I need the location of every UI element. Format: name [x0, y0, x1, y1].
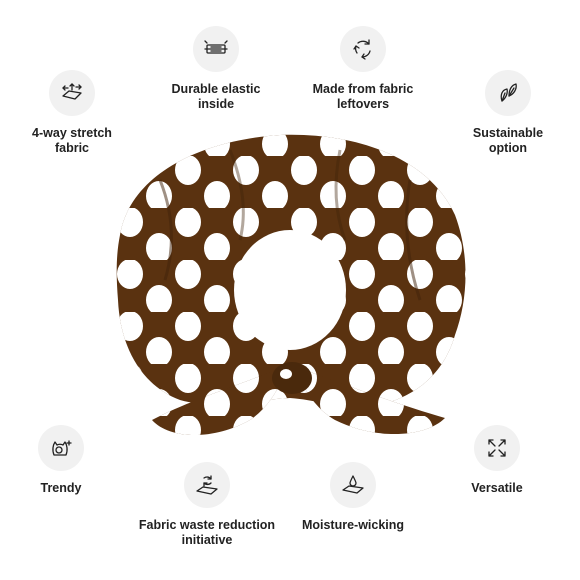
cat-sparkle-icon [38, 425, 84, 471]
feature-label: Versatile [471, 481, 523, 495]
droplet-fabric-icon [330, 462, 376, 508]
leaf-icon [485, 70, 531, 116]
feature-label: Moisture-wicking [301, 518, 405, 532]
feature-durable-elastic: Durable elastic inside [141, 26, 291, 112]
fabric-recycle-icon [184, 462, 230, 508]
feature-label: Made from fabric leftovers [312, 82, 414, 111]
feature-sustainable: Sustainable option [433, 70, 580, 156]
feature-label: Fabric waste reduction initiative [138, 518, 276, 547]
feature-waste-reduction: Fabric waste reduction initiative [132, 462, 282, 548]
feature-versatile: Versatile [422, 425, 572, 496]
feature-label: Trendy [40, 481, 82, 495]
feature-moisture: Moisture-wicking [278, 462, 428, 533]
four-way-stretch-icon [49, 70, 95, 116]
feature-stretch: 4-way stretch fabric [0, 70, 147, 156]
feature-label: Durable elastic inside [171, 82, 261, 111]
feature-label: Sustainable option [472, 126, 544, 155]
feature-fabric-leftovers: Made from fabric leftovers [288, 26, 438, 112]
feature-trendy: Trendy [0, 425, 136, 496]
recycle-icon [340, 26, 386, 72]
expand-arrows-icon [474, 425, 520, 471]
feature-label: 4-way stretch fabric [32, 126, 112, 155]
elastic-band-icon [193, 26, 239, 72]
